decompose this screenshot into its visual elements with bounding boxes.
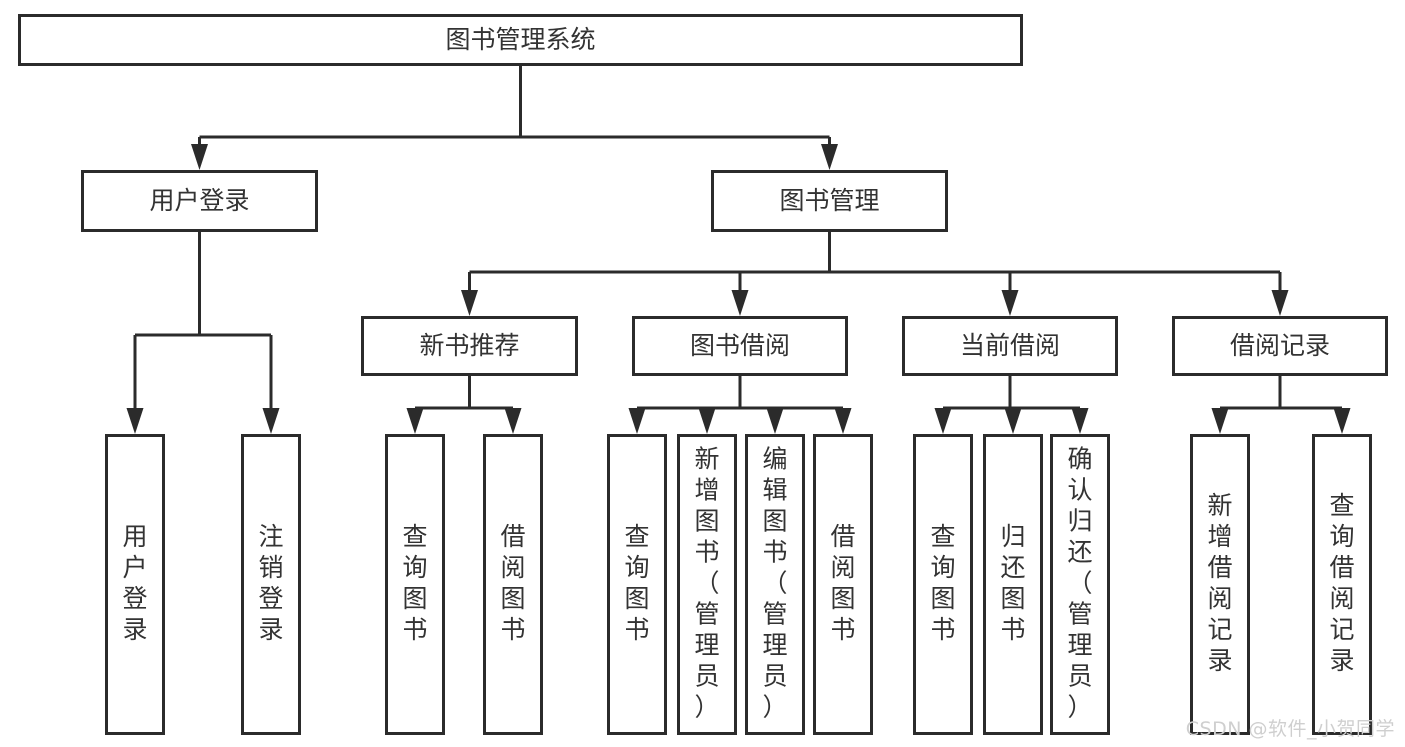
connector-arrowhead xyxy=(262,408,280,434)
node-label: 图书管理 xyxy=(779,186,879,215)
node-box xyxy=(18,14,1023,66)
connector-arrowhead xyxy=(1333,408,1351,434)
node-label: 借阅图书 xyxy=(830,522,855,644)
diagram-node-n_book_borrow[interactable]: 图书借阅 xyxy=(632,316,848,376)
node-box xyxy=(1190,434,1250,735)
connector-arrowhead xyxy=(1211,408,1229,434)
connector-arrowhead xyxy=(821,144,838,170)
connector-arrowhead xyxy=(1071,408,1089,434)
node-label: 查询图书 xyxy=(402,522,427,644)
node-box xyxy=(711,170,948,232)
node-label: 当前借阅 xyxy=(960,331,1060,360)
connector-arrowhead xyxy=(461,290,478,316)
diagram-node-l_add_record[interactable]: 新增借阅记录 xyxy=(1190,434,1250,735)
diagram-node-l_query_record[interactable]: 查询借阅记录 xyxy=(1312,434,1372,735)
diagram-node-l_add_book[interactable]: 新增图书（管理员） xyxy=(677,434,737,735)
node-label: 借阅记录 xyxy=(1230,331,1330,360)
node-label: 归还图书 xyxy=(1000,522,1025,644)
diagram-node-l_return_book[interactable]: 归还图书 xyxy=(983,434,1043,735)
diagram-node-l_user_login[interactable]: 用户登录 xyxy=(105,434,165,735)
diagram-node-n_user_login[interactable]: 用户登录 xyxy=(81,170,318,232)
connector-arrowhead xyxy=(698,408,716,434)
node-box xyxy=(983,434,1043,735)
diagram-node-l_edit_book[interactable]: 编辑图书（管理员） xyxy=(745,434,805,735)
diagram-node-n_book_mgmt[interactable]: 图书管理 xyxy=(711,170,948,232)
node-label: 新书推荐 xyxy=(419,331,519,360)
node-label: 注销登录 xyxy=(258,522,283,644)
node-box xyxy=(745,434,805,735)
node-label: 借阅图书 xyxy=(500,522,525,644)
node-label: 编辑图书（管理员） xyxy=(762,445,787,722)
diagram-node-n_borrow_record[interactable]: 借阅记录 xyxy=(1172,316,1388,376)
diagram-node-l_logout[interactable]: 注销登录 xyxy=(241,434,301,735)
connector-arrowhead xyxy=(191,144,208,170)
node-label: 新增借阅记录 xyxy=(1207,491,1232,675)
node-label: 用户登录 xyxy=(122,522,147,644)
connector-layer xyxy=(126,66,1351,434)
node-box xyxy=(607,434,667,735)
node-box xyxy=(813,434,873,735)
node-box xyxy=(385,434,445,735)
node-label: 图书借阅 xyxy=(690,331,790,360)
node-box xyxy=(361,316,578,376)
connector-arrowhead xyxy=(731,290,749,316)
node-label: 图书管理系统 xyxy=(445,25,595,54)
connector-arrowhead xyxy=(834,408,852,434)
connector-arrowhead xyxy=(766,408,784,434)
diagram-node-root[interactable]: 图书管理系统 xyxy=(18,14,1023,66)
node-box xyxy=(677,434,737,735)
connector-arrowhead xyxy=(126,408,144,434)
connector-arrowhead xyxy=(406,408,424,434)
node-label: 新增图书（管理员） xyxy=(694,445,719,722)
connector-arrowhead xyxy=(628,408,646,434)
node-label: 查询图书 xyxy=(930,522,955,644)
diagram-node-l_query_book_2[interactable]: 查询图书 xyxy=(607,434,667,735)
node-box xyxy=(241,434,301,735)
node-box xyxy=(1312,434,1372,735)
node-layer: 图书管理系统用户登录图书管理新书推荐图书借阅当前借阅借阅记录用户登录注销登录查询… xyxy=(18,14,1388,735)
diagram-node-l_query_book_3[interactable]: 查询图书 xyxy=(913,434,973,735)
node-label: 查询图书 xyxy=(624,522,649,644)
diagram-node-n_current_borrow[interactable]: 当前借阅 xyxy=(902,316,1118,376)
node-box xyxy=(1050,434,1110,735)
node-box xyxy=(483,434,543,735)
connector-arrowhead xyxy=(1001,290,1019,316)
node-box xyxy=(81,170,318,232)
diagram-node-l_confirm_return[interactable]: 确认归还（管理员） xyxy=(1050,434,1110,735)
connector-arrowhead xyxy=(1271,290,1289,316)
node-label: 查询借阅记录 xyxy=(1329,491,1354,675)
connector-arrowhead xyxy=(1004,408,1022,434)
diagram-node-l_borrow_book_1[interactable]: 借阅图书 xyxy=(483,434,543,735)
node-box xyxy=(902,316,1118,376)
node-box xyxy=(1172,316,1388,376)
node-box xyxy=(105,434,165,735)
diagram-node-l_borrow_book_2[interactable]: 借阅图书 xyxy=(813,434,873,735)
node-label: 确认归还（管理员） xyxy=(1067,445,1092,722)
node-label: 用户登录 xyxy=(149,186,249,215)
diagram-node-n_new_book_rec[interactable]: 新书推荐 xyxy=(361,316,578,376)
diagram-node-l_query_book_1[interactable]: 查询图书 xyxy=(385,434,445,735)
node-box xyxy=(632,316,848,376)
connector-arrowhead xyxy=(504,408,522,434)
connector-arrowhead xyxy=(934,408,952,434)
node-box xyxy=(913,434,973,735)
